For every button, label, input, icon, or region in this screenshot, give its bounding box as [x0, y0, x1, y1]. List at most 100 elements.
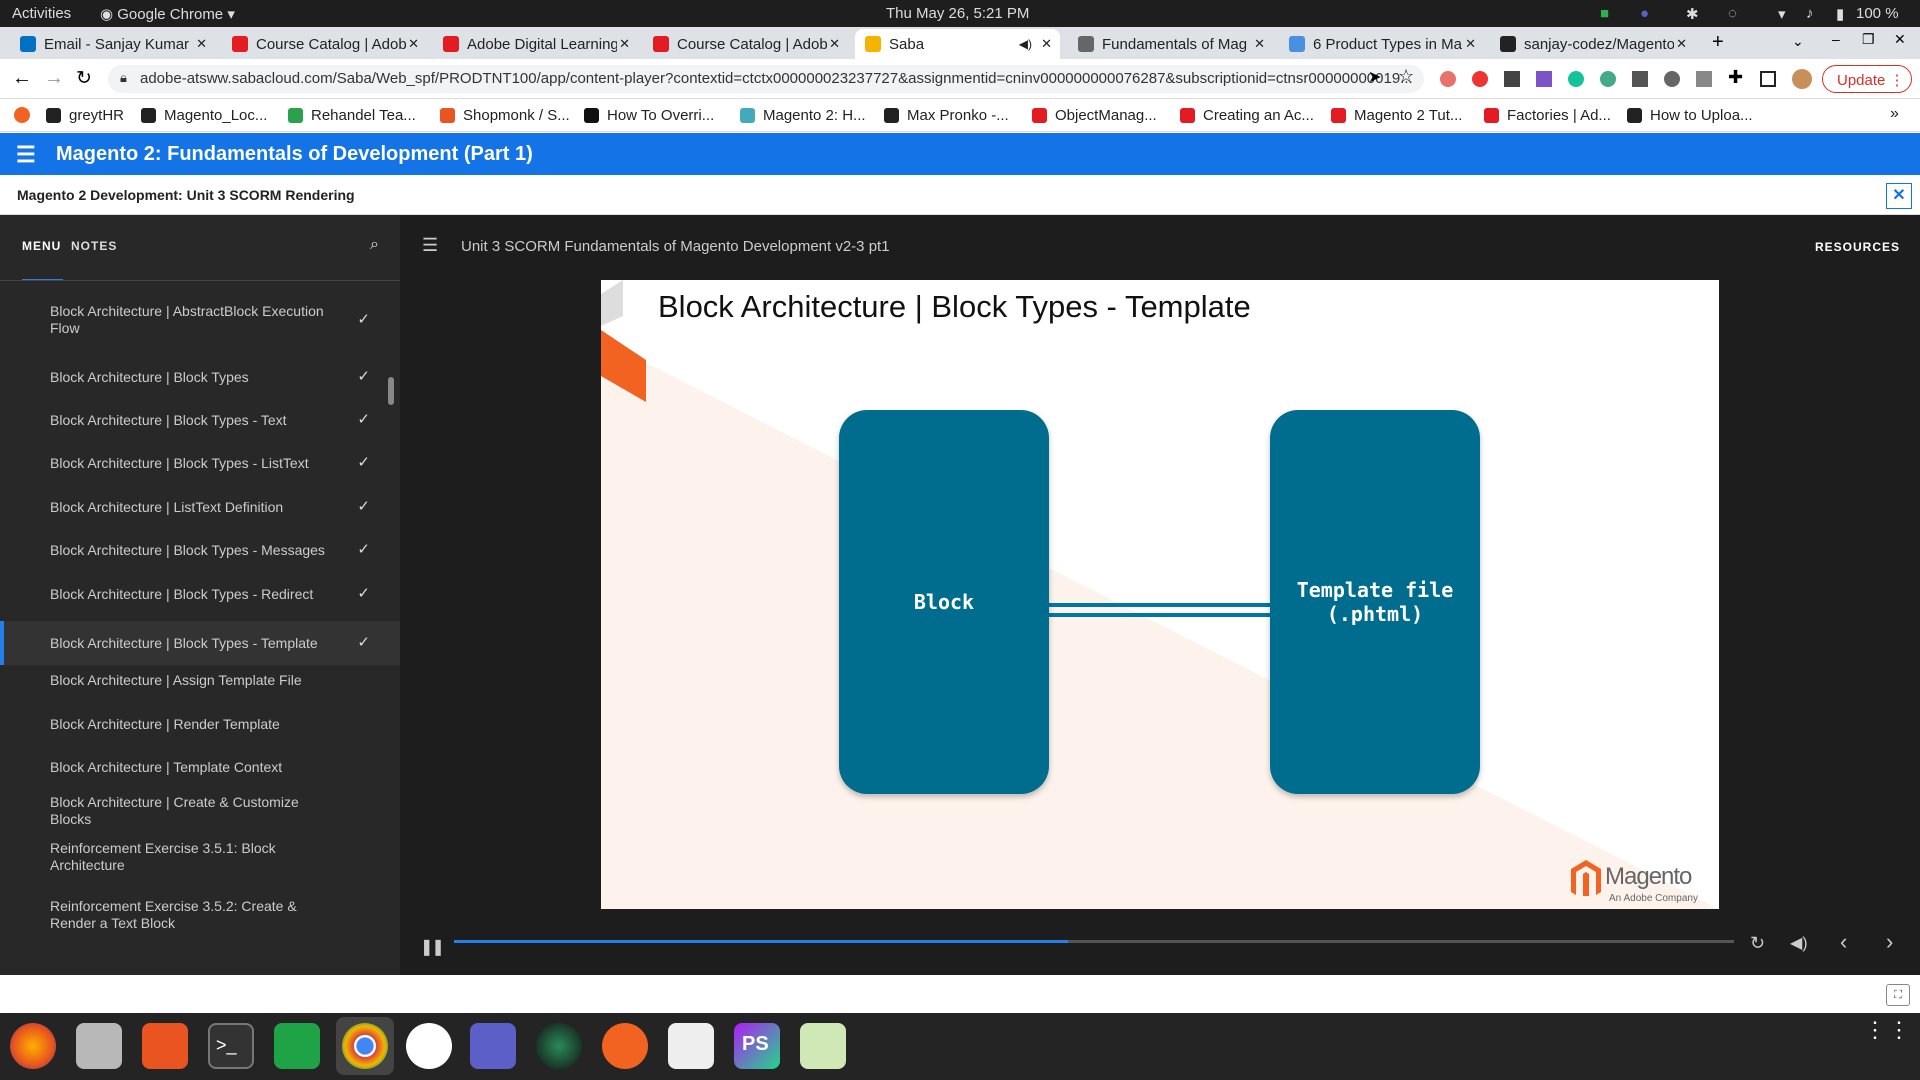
close-window-icon[interactable]: ✕: [1894, 31, 1906, 47]
bookmark-item[interactable]: greytHR: [46, 107, 124, 124]
replay-icon[interactable]: ↻: [1750, 933, 1766, 953]
previous-slide-icon[interactable]: ‹: [1840, 929, 1848, 954]
update-icon[interactable]: ◌: [1728, 5, 1737, 22]
close-tab-icon[interactable]: ✕: [1041, 36, 1052, 51]
sidebar-item[interactable]: Block Architecture | Assign Template Fil…: [0, 665, 400, 695]
bookmark-item[interactable]: Creating an Ac...: [1180, 107, 1314, 124]
close-tab-icon[interactable]: ✕: [1676, 36, 1687, 51]
new-tab-button[interactable]: +: [1712, 31, 1724, 53]
profile-avatar[interactable]: [1792, 69, 1812, 89]
app-grid-icon[interactable]: ⋮⋮⋮: [1864, 1017, 1920, 1042]
chat-app-icon[interactable]: [274, 1023, 320, 1069]
extension-icon-7[interactable]: [1632, 71, 1648, 87]
extension-icon-4[interactable]: [1536, 71, 1552, 87]
bookmark-item[interactable]: How to Uploa...: [1627, 107, 1753, 124]
tab-1[interactable]: Email - Sanjay Kumar✕: [10, 29, 215, 59]
postman-icon[interactable]: [602, 1023, 648, 1069]
side-panel-icon[interactable]: [1760, 71, 1776, 87]
tab-search-icon[interactable]: ⌄: [1792, 33, 1804, 49]
extension-icon-3[interactable]: [1504, 71, 1520, 87]
sidebar-item[interactable]: Block Architecture | Block Types - Redir…: [0, 579, 400, 609]
sidebar-scrollbar[interactable]: [388, 377, 394, 405]
extension-icon-8[interactable]: [1664, 71, 1680, 87]
bookmark-item[interactable]: Rehandel Tea...: [288, 107, 416, 124]
app-menu[interactable]: ◉ Google Chrome ▾: [100, 6, 235, 23]
sidebar-item[interactable]: Block Architecture | Block Types - Text✓: [0, 405, 400, 435]
bookmark-item[interactable]: Magento 2: H...: [740, 107, 866, 124]
wifi-icon[interactable]: ▾: [1778, 6, 1786, 23]
back-icon[interactable]: ←: [12, 67, 32, 89]
url-field[interactable]: 🔒︎ adobe-atsww.sabacloud.com/Saba/Web_sp…: [108, 65, 1424, 93]
restore-icon[interactable]: ❐: [1862, 31, 1875, 47]
volume-icon[interactable]: ♪: [1806, 5, 1814, 22]
tab-2[interactable]: Course Catalog | Adobe✕: [222, 29, 427, 59]
activities-button[interactable]: Activities: [12, 5, 72, 22]
bookmark-item[interactable]: Max Pronko -...: [884, 107, 1009, 124]
progress-track[interactable]: [454, 940, 1734, 943]
volume-icon[interactable]: ◀): [1790, 935, 1808, 952]
battery-icon[interactable]: ▮: [1836, 6, 1845, 23]
sidebar-item[interactable]: Block Architecture | Template Context: [0, 752, 400, 782]
close-tab-icon[interactable]: ✕: [408, 36, 419, 51]
send-icon[interactable]: ➤: [1368, 69, 1382, 86]
close-tab-icon[interactable]: ✕: [829, 36, 840, 51]
firefox-icon[interactable]: [10, 1023, 56, 1069]
software-center-icon[interactable]: [142, 1023, 188, 1069]
sidebar-item[interactable]: Reinforcement Exercise 3.5.1: Block Arch…: [0, 840, 400, 874]
phpstorm-icon[interactable]: PS: [734, 1023, 780, 1069]
bookmark-item[interactable]: Magento_Loc...: [141, 107, 267, 124]
files-icon[interactable]: [76, 1023, 122, 1069]
bookmark-item[interactable]: Magento 2 Tut...: [1331, 107, 1462, 124]
tab-8[interactable]: sanjay-codez/Magento✕: [1490, 29, 1695, 59]
search-icon[interactable]: ⌕: [370, 236, 379, 253]
close-tab-icon[interactable]: ✕: [196, 36, 207, 51]
teams-icon[interactable]: ●: [1640, 5, 1650, 22]
sidebar-item[interactable]: Block Architecture | Block Types - Messa…: [0, 535, 400, 565]
magento-bookmark-icon[interactable]: [14, 107, 30, 123]
screenshot-tool-icon[interactable]: [800, 1023, 846, 1069]
close-icon[interactable]: ✕: [1886, 183, 1912, 209]
resources-button[interactable]: RESOURCES: [1815, 240, 1901, 254]
chrome-dock-icon[interactable]: [342, 1023, 388, 1069]
extension-icon-9[interactable]: [1696, 71, 1712, 87]
bookmark-item[interactable]: ObjectManag...: [1032, 107, 1157, 124]
text-editor-icon[interactable]: [668, 1023, 714, 1069]
close-tab-icon[interactable]: ✕: [619, 36, 630, 51]
bookmark-item[interactable]: Factories | Ad...: [1484, 107, 1611, 124]
notes-tab[interactable]: NOTES: [71, 239, 118, 253]
tab-7[interactable]: 6 Product Types in Ma✕: [1279, 29, 1484, 59]
extension-icon-1[interactable]: [1440, 71, 1456, 87]
sidebar-item[interactable]: Block Architecture | Render Template: [0, 709, 400, 739]
sidebar-item[interactable]: Block Architecture | Block Types✓: [0, 362, 400, 392]
close-tab-icon[interactable]: ✕: [1465, 36, 1476, 51]
slack-dock-icon[interactable]: [406, 1023, 452, 1069]
terminal-icon[interactable]: >_: [208, 1023, 254, 1069]
more-bookmarks-icon[interactable]: »: [1890, 105, 1899, 122]
bookmark-item[interactable]: Shopmonk / S...: [440, 107, 570, 124]
fullscreen-icon[interactable]: ⛶: [1886, 984, 1910, 1006]
camera-icon[interactable]: [536, 1023, 582, 1069]
sidebar-item[interactable]: Block Architecture | Create & Customize …: [0, 794, 400, 827]
tab-5[interactable]: Saba◀)✕: [855, 29, 1060, 59]
close-tab-icon[interactable]: ✕: [1254, 36, 1265, 51]
forward-icon[interactable]: →: [44, 67, 64, 89]
menu-tab[interactable]: MENU: [22, 239, 62, 253]
sidebar-item[interactable]: Block Architecture | Block Types - Templ…: [0, 621, 400, 665]
slack-icon[interactable]: ✱: [1686, 6, 1699, 23]
extensions-puzzle-icon[interactable]: ✚: [1728, 67, 1744, 87]
sidebar-item[interactable]: Block Architecture | ListText Definition…: [0, 492, 400, 522]
tab-4[interactable]: Course Catalog | Adobe✕: [643, 29, 848, 59]
grammarly-icon[interactable]: [1568, 71, 1584, 87]
toc-menu-icon[interactable]: ☰: [422, 235, 439, 255]
sidebar-item[interactable]: Reinforcement Exercise 3.5.2: Create & R…: [0, 898, 400, 932]
minimize-icon[interactable]: –: [1832, 31, 1840, 47]
teams-dock-icon[interactable]: [470, 1023, 516, 1069]
reload-icon[interactable]: ↻: [76, 68, 92, 89]
hamburger-menu-icon[interactable]: ☰: [16, 142, 36, 167]
tab-audio-icon[interactable]: ◀): [1018, 37, 1032, 51]
bookmark-item[interactable]: How To Overri...: [584, 107, 714, 124]
update-button[interactable]: Update ⋮: [1822, 65, 1912, 93]
next-slide-icon[interactable]: ›: [1886, 929, 1894, 954]
pause-icon[interactable]: ❚❚: [420, 939, 445, 956]
extension-icon-6[interactable]: [1600, 71, 1616, 87]
